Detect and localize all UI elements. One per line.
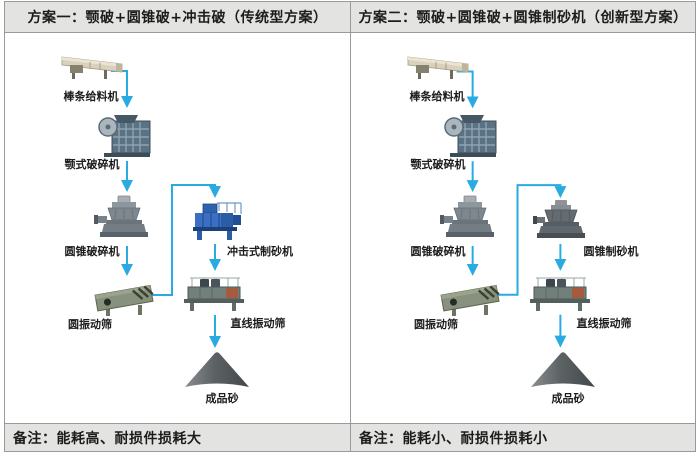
impact-sand-maker-image xyxy=(187,200,243,242)
bar-feeder-label: 棒条给料机 xyxy=(409,90,465,103)
linear-screen-image xyxy=(524,273,596,313)
cone-crusher-label: 圆锥破碎机 xyxy=(410,245,466,258)
impact-sand-maker-label: 冲击式制砂机 xyxy=(227,245,293,258)
jaw-crusher-image xyxy=(444,111,500,159)
panel1-note-text: 备注：能耗高、耐损件损耗大 xyxy=(13,430,202,447)
panel1-note: 备注：能耗高、耐损件损耗大 xyxy=(5,423,350,451)
circular-screen-image xyxy=(92,278,158,318)
cone-crusher-image xyxy=(440,194,498,244)
bar-feeder-image xyxy=(406,51,472,87)
panel1-header: 方案一：颚破+圆锥破+冲击破（传统型方案） xyxy=(5,2,350,33)
bar-feeder-label: 棒条给料机 xyxy=(63,90,119,103)
panel1-title: 方案一：颚破+圆锥破+冲击破（传统型方案） xyxy=(27,10,328,26)
circular-screen-label: 圆振动筛 xyxy=(414,318,458,331)
panel2-note: 备注：能耗小、耐损件损耗小 xyxy=(350,423,695,451)
jaw-crusher-label: 颚式破碎机 xyxy=(410,158,466,171)
circular-screen-label: 圆振动筛 xyxy=(68,318,112,331)
cone-sand-maker-image xyxy=(533,198,589,242)
panel2-header: 方案二：颚破+圆锥破+圆锥制砂机（创新型方案） xyxy=(350,2,695,33)
panel2-flowchart: 棒条给料机 颚式破碎机 xyxy=(350,33,695,423)
sand-pile-image xyxy=(529,350,597,390)
bar-feeder-image xyxy=(60,51,126,87)
panel1-flowchart: 棒条给料机 颚式破碎机 xyxy=(5,33,350,423)
sand-pile-image xyxy=(183,350,251,390)
linear-screen-label: 直线振动筛 xyxy=(576,317,632,330)
panel2-note-text: 备注：能耗小、耐损件损耗小 xyxy=(359,430,548,447)
linear-screen-label: 直线振动筛 xyxy=(230,317,286,330)
linear-screen-image xyxy=(178,273,250,313)
jaw-crusher-image xyxy=(98,111,154,159)
product-sand-label: 成品砂 xyxy=(551,392,585,405)
circular-screen-image xyxy=(438,278,504,318)
cone-crusher-label: 圆锥破碎机 xyxy=(64,245,120,258)
panel2-title: 方案二：颚破+圆锥破+圆锥制砂机（创新型方案） xyxy=(358,10,688,26)
cone-crusher-image xyxy=(94,194,152,244)
jaw-crusher-label: 颚式破碎机 xyxy=(64,158,120,171)
panel1-flow-arrows xyxy=(111,70,221,348)
comparison-frame: 方案一：颚破+圆锥破+冲击破（传统型方案） 方案二：颚破+圆锥破+圆锥制砂机（创… xyxy=(4,1,696,452)
cone-sand-maker-label: 圆锥制砂机 xyxy=(583,245,639,258)
panel2-flow-arrows xyxy=(456,70,567,348)
product-sand-label: 成品砂 xyxy=(205,392,239,405)
